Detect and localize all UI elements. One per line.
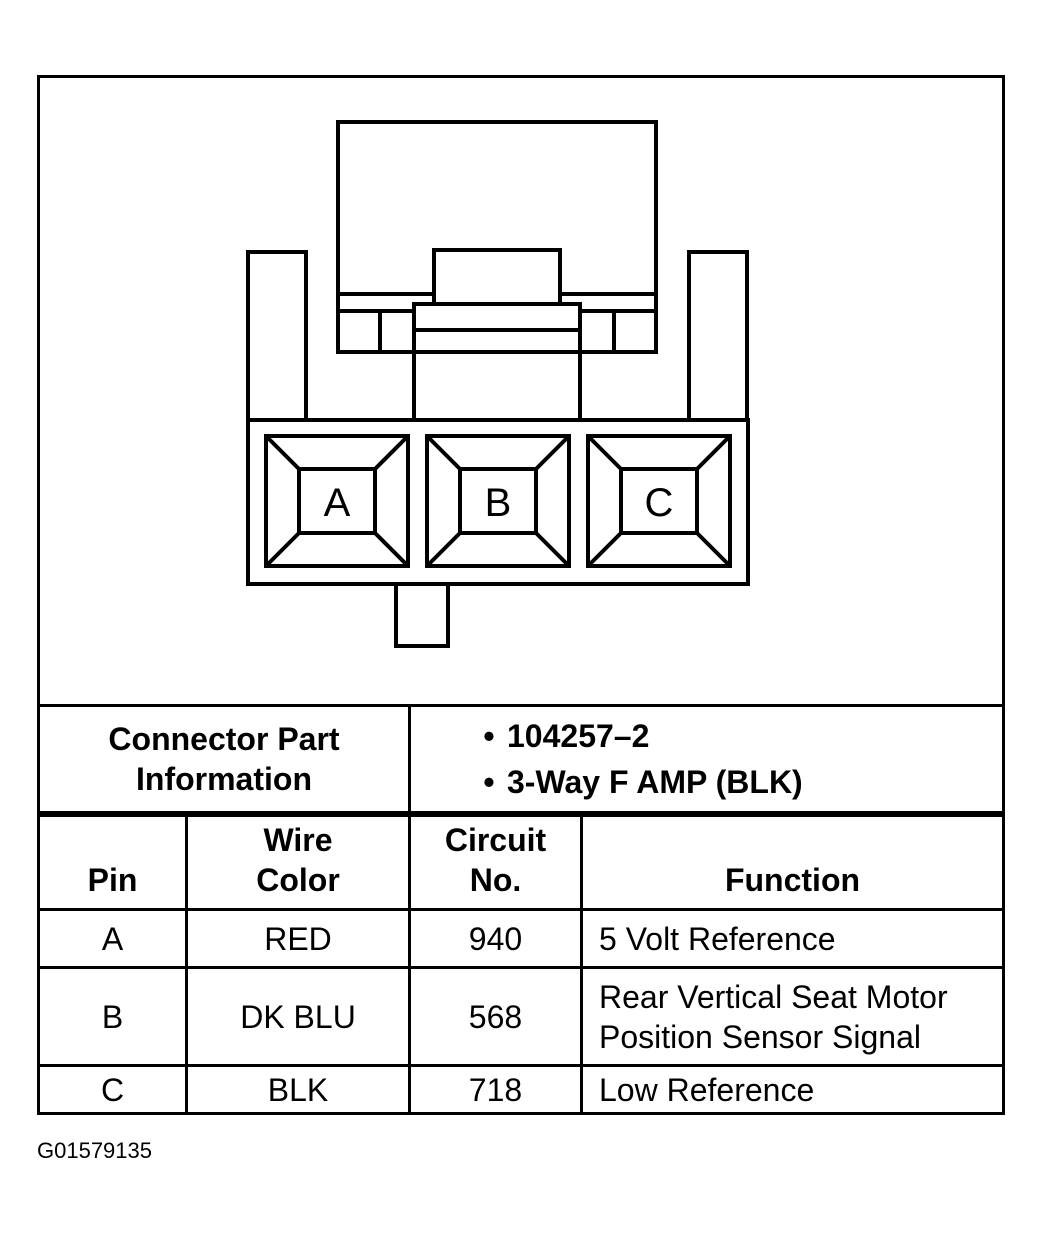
part-info-values: •104257–2 •3-Way F AMP (BLK): [408, 704, 1005, 814]
row-c-color: BLK: [185, 1064, 411, 1115]
connector-diagram: A B C: [246, 120, 750, 648]
row-a-function: 5 Volt Reference: [580, 908, 1005, 969]
row-a-pin: A: [37, 908, 188, 969]
row-c-function: Low Reference: [580, 1064, 1005, 1115]
part-number: •104257–2: [483, 718, 650, 754]
connector-left-post: [246, 250, 308, 422]
part-info-label: Connector Part Information: [37, 704, 411, 814]
connector-body: [246, 418, 750, 586]
header-pin: Pin: [37, 814, 188, 911]
connector-key: [394, 582, 450, 648]
row-a-color: RED: [185, 908, 411, 969]
row-c-circuit: 718: [408, 1064, 583, 1115]
connector-top-housing: [336, 120, 658, 354]
row-b-pin: B: [37, 966, 188, 1067]
pin-cavity-c: [586, 434, 732, 568]
pin-cavity-b: [425, 434, 571, 568]
connector-right-post: [687, 250, 749, 422]
figure-id: G01579135: [37, 1138, 152, 1163]
pin-label-c: C: [645, 481, 674, 525]
pin-cavity-a: [264, 434, 410, 568]
pin-label-b: B: [485, 481, 512, 525]
pin-label-a: A: [324, 481, 351, 525]
header-function: Function: [580, 814, 1005, 911]
row-b-color: DK BLU: [185, 966, 411, 1067]
row-a-circuit: 940: [408, 908, 583, 969]
connector-type: •3-Way F AMP (BLK): [483, 764, 803, 800]
row-b-circuit: 568: [408, 966, 583, 1067]
row-b-function: Rear Vertical Seat Motor Position Sensor…: [580, 966, 1005, 1067]
connector-latch: [432, 248, 562, 306]
row-c-pin: C: [37, 1064, 188, 1115]
